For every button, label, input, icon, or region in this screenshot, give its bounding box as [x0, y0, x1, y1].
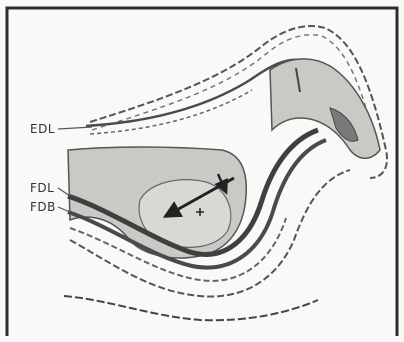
- edl-leader: [58, 127, 92, 129]
- label-fdb: FDB: [30, 201, 56, 213]
- label-fdl: FDL: [30, 182, 54, 194]
- fdl-leader: [58, 188, 70, 196]
- sole-line: [64, 296, 318, 320]
- fdb-leader: [58, 207, 70, 212]
- distal-phalanx-shade: [270, 59, 380, 158]
- label-edl: EDL: [30, 123, 55, 135]
